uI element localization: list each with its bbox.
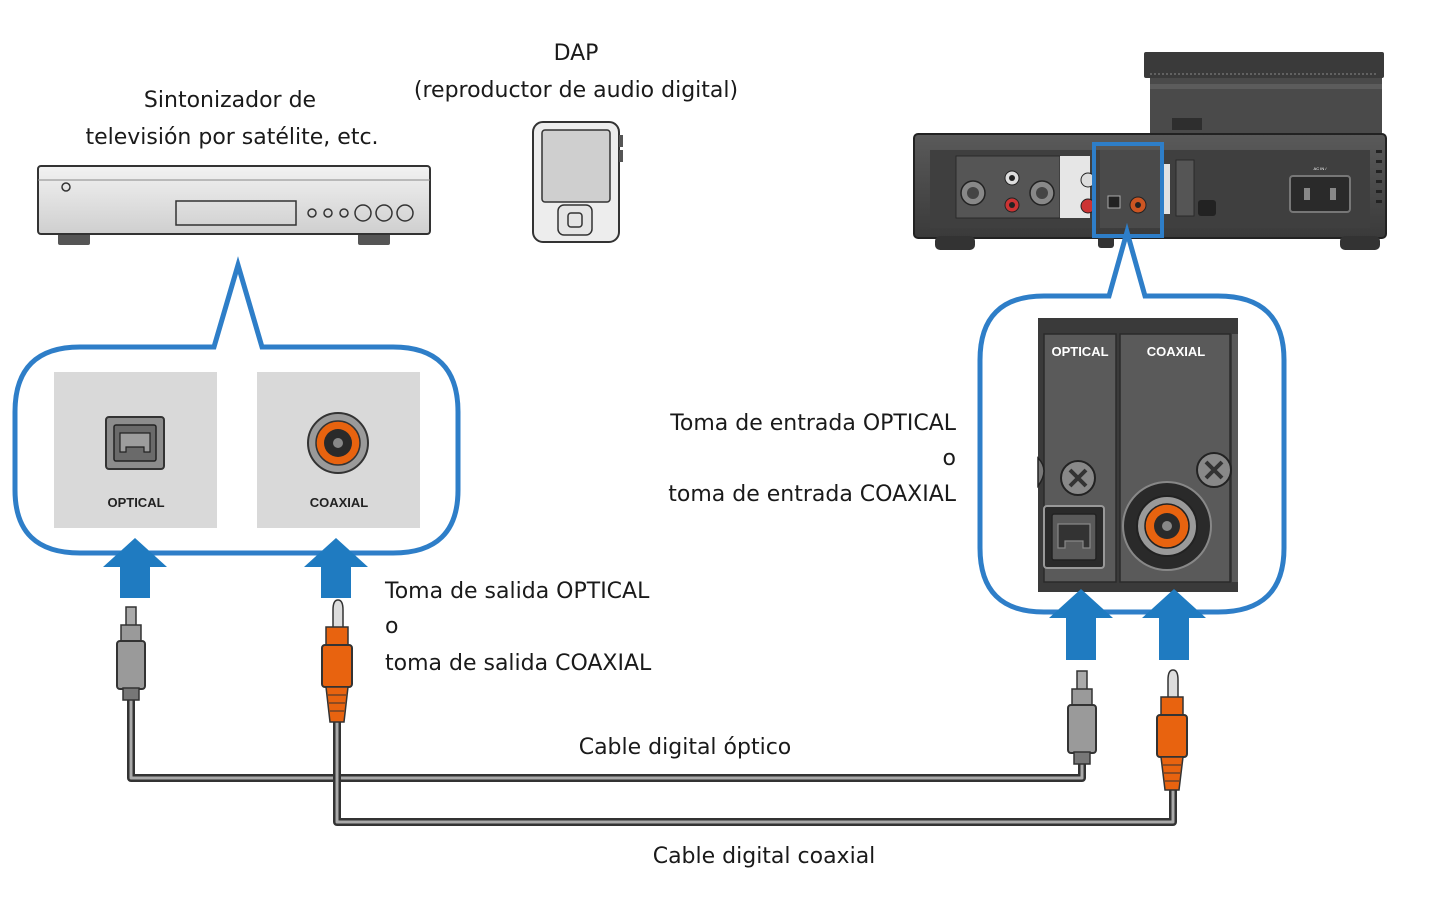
source-optical-label: OPTICAL (107, 495, 164, 510)
dap-screen (541, 129, 611, 203)
coaxial-connect-arrow-left (304, 538, 368, 598)
amp-optical-label: OPTICAL (1051, 344, 1108, 359)
amp-coaxial-label: COAXIAL (1147, 344, 1206, 359)
coaxial-plug-right (1156, 669, 1188, 791)
dap-label-line2: (reproductor de audio digital) (414, 78, 738, 103)
tuner-display (175, 200, 297, 226)
optical-cable (127, 690, 1086, 782)
dap-label-line1: DAP (554, 41, 599, 66)
amp-input-jack-panel: OPTICAL COAXIAL (1037, 318, 1238, 592)
optical-connect-arrow-right (1049, 589, 1113, 660)
source-coaxial-jack-panel: COAXIAL (257, 372, 420, 528)
tuner-label-line2: televisión por satélite, etc. (85, 125, 378, 150)
tuner-buttons (307, 204, 414, 222)
power-indicator-icon (61, 182, 71, 192)
tuner-device (37, 165, 431, 245)
optical-plug-right (1067, 670, 1097, 765)
output-jack-note-line3: toma de salida COAXIAL (385, 651, 652, 676)
coaxial-cable-label: Cable digital coaxial (653, 844, 876, 869)
optical-plug-left (116, 606, 146, 701)
dap-device (532, 121, 623, 243)
optical-connect-arrow-left (103, 538, 167, 598)
tuner-label-line1: Sintonizador de (144, 88, 316, 113)
amplifier-device: AC IN / (913, 52, 1387, 250)
input-jack-note-line1: Toma de entrada OPTICAL (669, 411, 957, 436)
input-jack-note-line3: toma de entrada COAXIAL (668, 482, 957, 507)
output-jack-note-line1: Toma de salida OPTICAL (384, 579, 650, 604)
coaxial-cable (333, 720, 1177, 826)
optical-cable-label: Cable digital óptico (579, 735, 792, 760)
dap-wheel (557, 204, 593, 236)
input-jack-note-line2: o (943, 446, 956, 471)
coaxial-plug-left (321, 599, 353, 723)
ac-inlet-icon (1289, 175, 1351, 213)
source-optical-jack-panel: OPTICAL (54, 372, 217, 528)
ac-in-label: AC IN / (1314, 166, 1328, 171)
output-jack-note-line2: o (385, 614, 398, 639)
source-coaxial-label: COAXIAL (310, 495, 369, 510)
coaxial-connect-arrow-right (1142, 589, 1206, 660)
